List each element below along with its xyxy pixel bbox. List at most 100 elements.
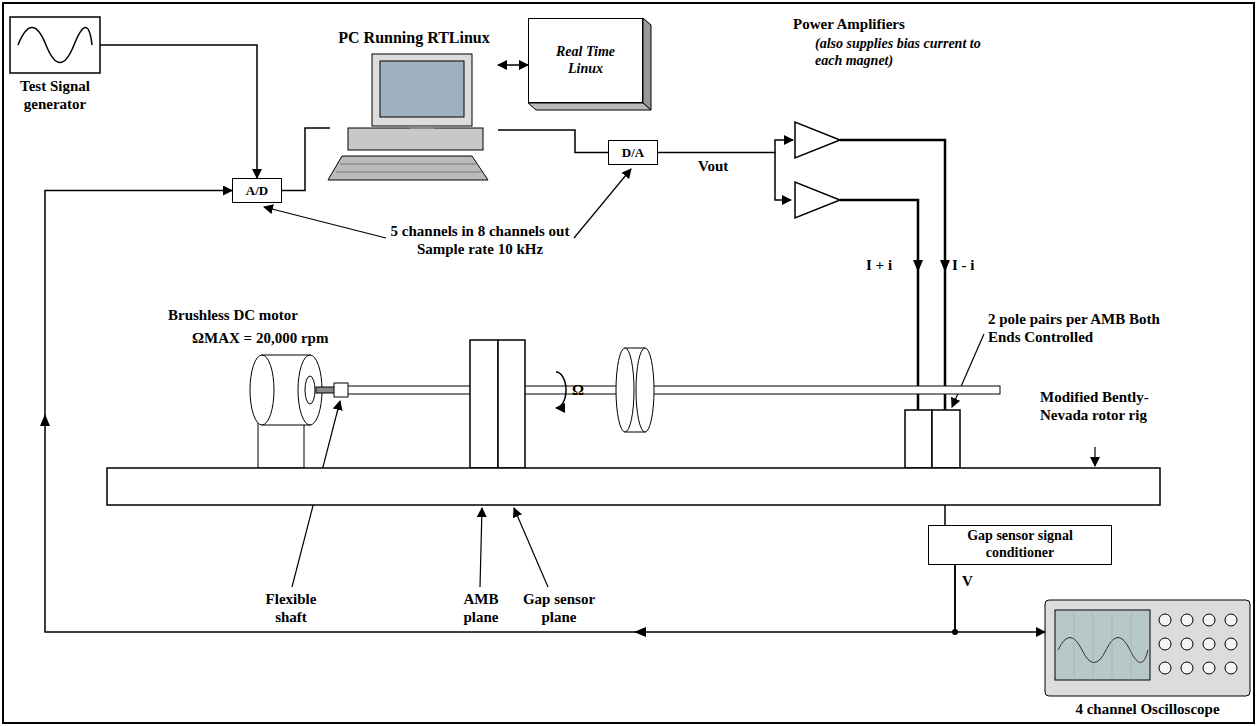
book-illustration xyxy=(528,18,651,110)
leader-line xyxy=(264,169,1095,587)
node-title: Power Amplifiers xyxy=(793,15,1008,33)
signal-connector xyxy=(45,191,955,633)
oscilloscope-knob xyxy=(1225,662,1237,674)
leader-line xyxy=(264,207,386,238)
node-title: A/D xyxy=(246,183,268,199)
part-label: I - i xyxy=(952,256,975,274)
frame-border xyxy=(3,3,1254,723)
part-label: I + i xyxy=(866,256,892,274)
leader-line xyxy=(480,508,482,587)
coil-wire xyxy=(840,200,918,410)
power-amplifier-symbol xyxy=(795,182,840,218)
node-title: Real Time Linux xyxy=(539,44,632,78)
rotor-shaft xyxy=(345,386,1000,394)
rotor-shaft xyxy=(345,386,1000,394)
pc-illustration xyxy=(328,156,488,180)
node-title: PC Running RTLinux xyxy=(330,28,498,47)
pc-illustration xyxy=(336,172,482,173)
coil-wire xyxy=(840,140,950,410)
power-amplifier-symbol xyxy=(795,122,840,158)
base-plate xyxy=(107,468,1160,505)
part-label: AMB plane xyxy=(448,590,514,626)
oscilloscope-knob xyxy=(1181,638,1193,650)
node-title: D/A xyxy=(622,145,644,161)
node-title: Test Signal generator xyxy=(10,77,100,113)
base-plate xyxy=(107,468,1160,505)
signal-connector xyxy=(955,565,1045,632)
pc-illustration xyxy=(348,128,483,150)
oscilloscope-knob xyxy=(1074,610,1075,680)
process-box: D/A xyxy=(608,140,658,165)
dc-motor xyxy=(305,376,315,404)
signal-label: Vout xyxy=(696,157,730,175)
oscilloscope-illustration xyxy=(1058,638,1148,663)
pc-illustration xyxy=(328,54,488,180)
signal-connector xyxy=(100,45,257,178)
part-label: 5 channels in 8 channels out Sample rate… xyxy=(390,222,570,258)
book-illustration xyxy=(528,103,651,110)
signal-generator-symbol xyxy=(10,17,100,73)
pc-illustration xyxy=(372,54,472,126)
device-node: Test Signal generator xyxy=(10,15,100,113)
book-box: Real Time Linux xyxy=(528,18,643,103)
rotor-disk xyxy=(636,348,654,432)
device-node: 4 channel Oscilloscope xyxy=(1045,598,1250,718)
oscilloscope-knob xyxy=(1181,662,1193,674)
oscilloscope-knob xyxy=(1159,638,1171,650)
oscilloscope-knob xyxy=(1181,614,1193,626)
process-box: Gap sensor signal conditioner xyxy=(928,525,1112,565)
part-label: Gap sensor plane xyxy=(516,590,602,626)
bearing-block xyxy=(932,410,960,468)
rotation-arrow xyxy=(556,372,566,408)
rotation-arrow xyxy=(556,372,566,408)
part-label: V xyxy=(962,572,973,590)
node-title: Gap sensor signal conditioner xyxy=(935,528,1105,562)
part-label: Modified Bently-Nevada rotor rig xyxy=(1040,388,1160,424)
oscilloscope-knob xyxy=(1093,610,1094,680)
bearing-block xyxy=(470,340,960,468)
oscilloscope-knob xyxy=(1203,614,1215,626)
part-label: Ω xyxy=(572,381,584,399)
dc-motor xyxy=(258,420,304,468)
leader-line xyxy=(1094,447,1095,466)
dc-motor xyxy=(250,355,274,425)
process-box: A/D xyxy=(232,178,282,203)
rotor-disk xyxy=(616,348,634,432)
signal-connector xyxy=(498,64,528,66)
device-node: PC Running RTLinux xyxy=(330,28,498,183)
frame-border xyxy=(3,3,1254,723)
part-label: ΩMAX = 20,000 rpm xyxy=(192,329,362,347)
signal-generator-symbol xyxy=(10,17,100,73)
part-label: Brushless DC motor xyxy=(168,306,338,324)
oscilloscope-knob xyxy=(1159,614,1171,626)
oscilloscope-knob xyxy=(1074,610,1237,680)
signal-connector xyxy=(498,130,608,153)
signal-generator-symbol xyxy=(18,28,92,63)
dc-motor xyxy=(250,355,348,468)
bearing-block xyxy=(470,340,498,468)
pc-illustration xyxy=(380,61,464,117)
oscilloscope-illustration xyxy=(1055,610,1150,680)
device-node: Power Amplifiers(also supplies bias curr… xyxy=(793,15,1008,220)
leader-line xyxy=(514,508,548,587)
bearing-block xyxy=(905,410,932,468)
sensor-wire xyxy=(40,414,958,637)
power-amplifier-symbol xyxy=(775,152,791,200)
leader-line xyxy=(574,169,631,238)
power-amplifier-symbol xyxy=(775,122,840,218)
oscilloscope-knob xyxy=(1225,614,1237,626)
bearing-block xyxy=(498,340,525,468)
oscilloscope-illustration xyxy=(1045,600,1250,696)
book-illustration xyxy=(643,18,651,110)
sensor-wire xyxy=(944,505,946,525)
leader-line xyxy=(952,334,984,407)
signal-connector xyxy=(282,128,330,191)
coil-wire xyxy=(940,260,950,272)
oscilloscope-knob xyxy=(1159,662,1171,674)
oscilloscope-knob xyxy=(1112,610,1113,680)
oscilloscope-knob xyxy=(1203,638,1215,650)
